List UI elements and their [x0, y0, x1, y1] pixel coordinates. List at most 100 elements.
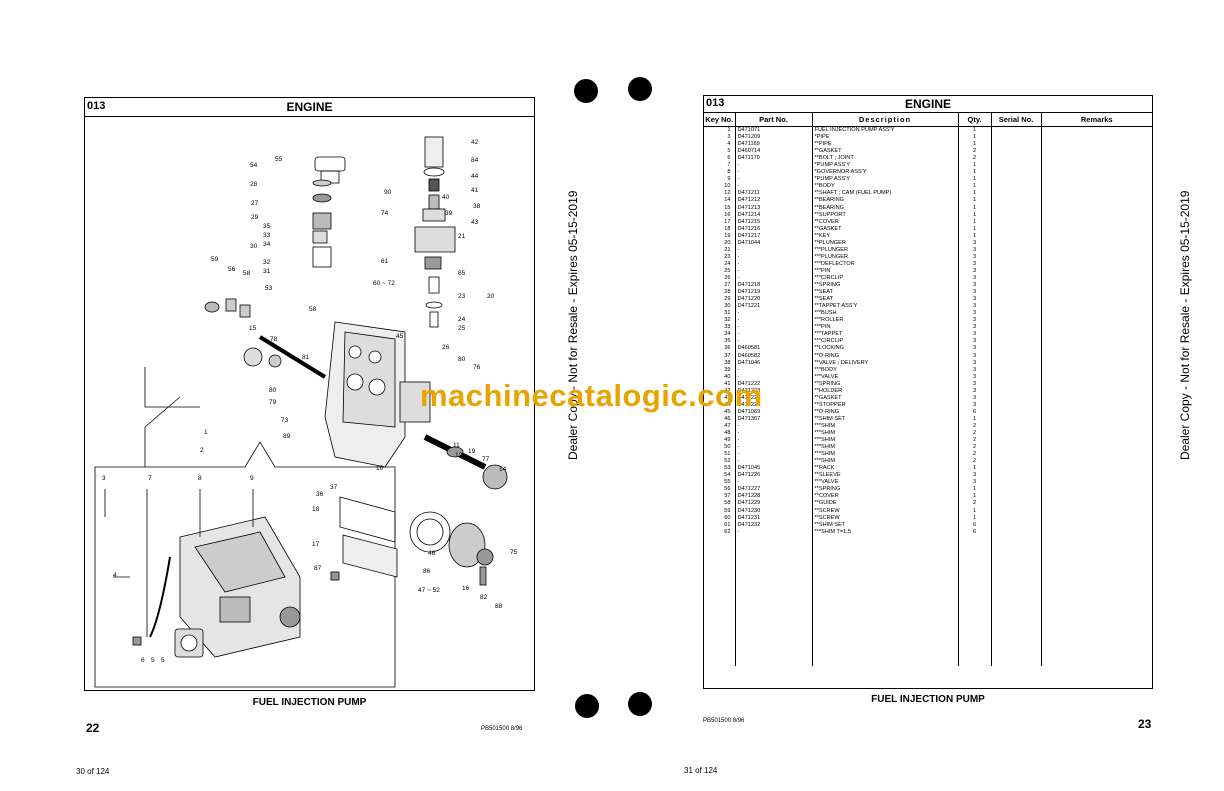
remarks-cell	[1041, 423, 1152, 430]
key-no-cell: 40	[704, 373, 736, 381]
serial-no-cell	[991, 430, 1042, 438]
part-no-cell: -	[735, 458, 813, 466]
qty-cell: 1	[958, 486, 992, 494]
dealer-copy-watermark-center: Dealer Copy - Not for Resale - Expires 0…	[566, 190, 580, 460]
remarks-cell	[1041, 190, 1152, 197]
serial-no-cell	[991, 514, 1042, 522]
key-no-cell: 29	[704, 296, 736, 304]
part-no-cell: D471218	[735, 282, 813, 290]
key-no-cell: 10	[704, 183, 736, 191]
key-no-cell: 53	[704, 465, 736, 473]
qty-cell: 3	[958, 317, 992, 325]
key-no-cell: 35	[704, 338, 736, 346]
qty-cell: 6	[958, 528, 992, 536]
remarks-cell	[1041, 268, 1152, 275]
serial-no-cell	[991, 225, 1042, 233]
serial-no-cell	[991, 366, 1042, 374]
serial-no-cell	[991, 394, 1042, 402]
qty-cell: 1	[958, 493, 992, 501]
key-no-cell: 17	[704, 218, 736, 226]
part-no-cell: -	[735, 317, 813, 325]
key-no-cell: 56	[704, 486, 736, 494]
description-cell: ***PIN	[812, 267, 959, 275]
serial-no-cell	[991, 148, 1042, 156]
part-no-cell: D471229	[735, 500, 813, 508]
table-header-row: Key No. Part No. Description Qty. Serial…	[704, 113, 1152, 127]
key-no-cell: 4	[704, 141, 736, 149]
key-no-cell: 59	[704, 507, 736, 515]
description-cell: ***SHIM	[812, 444, 959, 452]
remarks-cell	[1041, 317, 1152, 324]
key-no-cell: 25	[704, 267, 736, 275]
key-no-cell: 5	[704, 148, 736, 156]
key-no-cell: 46	[704, 415, 736, 423]
description-cell: ***CIRCLIP	[812, 274, 959, 283]
key-no-cell: 42	[704, 387, 736, 395]
remarks-cell	[1041, 233, 1152, 240]
diagram-label: 88	[495, 603, 503, 610]
diagram-label: 5	[161, 657, 165, 664]
key-no-cell: 27	[704, 282, 736, 290]
qty-cell: 1	[958, 218, 992, 226]
description-cell: **SEAT	[812, 289, 959, 297]
diagram-label: 2	[200, 447, 204, 454]
description-cell: ***SHIM	[812, 451, 959, 459]
description-cell: **TAPPET ASS'Y	[812, 303, 959, 311]
part-no-cell: D471212	[735, 197, 813, 205]
qty-cell: 2	[958, 500, 992, 508]
description-cell: ***BODY	[812, 366, 959, 374]
diagram-label: 33	[263, 232, 271, 239]
qty-cell: 3	[958, 345, 992, 353]
left-header-bar: 013 ENGINE	[85, 98, 534, 117]
remarks-cell	[1041, 183, 1152, 190]
qty-cell: 3	[958, 331, 992, 339]
part-no-cell: D471209	[735, 134, 813, 142]
left-page-footer: 30 of 124	[76, 767, 110, 776]
key-no-cell: 12	[704, 190, 736, 198]
diagram-label: 18	[312, 506, 320, 513]
qty-cell: 1	[958, 169, 992, 177]
part-no-cell: -	[735, 253, 813, 261]
diagram-label: 90	[384, 189, 392, 196]
key-no-cell: 62	[704, 528, 736, 536]
part-no-cell: D471227	[735, 486, 813, 494]
description-cell: *PIPE	[812, 134, 959, 142]
qty-cell: 1	[958, 141, 992, 149]
section-code: 013	[706, 97, 725, 109]
remarks-cell	[1041, 169, 1152, 176]
qty-cell: 1	[958, 176, 992, 184]
left-doc-ref: PB501500 8/96	[481, 726, 523, 732]
diagram-label: 61	[381, 258, 389, 265]
qty-cell: 1	[958, 134, 992, 142]
diagram-label: 60 ~ 72	[373, 280, 395, 287]
qty-cell: 1	[958, 190, 992, 198]
description-cell: **O-RING	[812, 408, 959, 416]
key-no-cell: 44	[704, 401, 736, 409]
diagram-label: 20	[487, 293, 495, 300]
serial-no-cell	[991, 345, 1042, 353]
qty-cell: 3	[958, 479, 992, 487]
key-no-cell: 60	[704, 514, 736, 522]
remarks-cell	[1041, 465, 1152, 472]
key-no-cell: 34	[704, 331, 736, 339]
diagram-label: 31	[263, 268, 271, 275]
description-cell: **PIPE	[812, 141, 959, 149]
serial-no-cell	[991, 387, 1042, 395]
remarks-cell	[1041, 261, 1152, 268]
diagram-label: 21	[458, 233, 466, 240]
section-code: 013	[87, 100, 106, 112]
description-cell: ***PLUNGER	[812, 253, 959, 261]
diagram-label: 78	[270, 336, 278, 343]
part-no-cell: -	[735, 331, 813, 339]
serial-no-cell	[991, 479, 1042, 487]
part-no-cell: D471071	[735, 126, 813, 135]
description-cell: ***ROLLER	[812, 317, 959, 325]
key-no-cell: 37	[704, 352, 736, 360]
serial-no-cell	[991, 465, 1042, 473]
